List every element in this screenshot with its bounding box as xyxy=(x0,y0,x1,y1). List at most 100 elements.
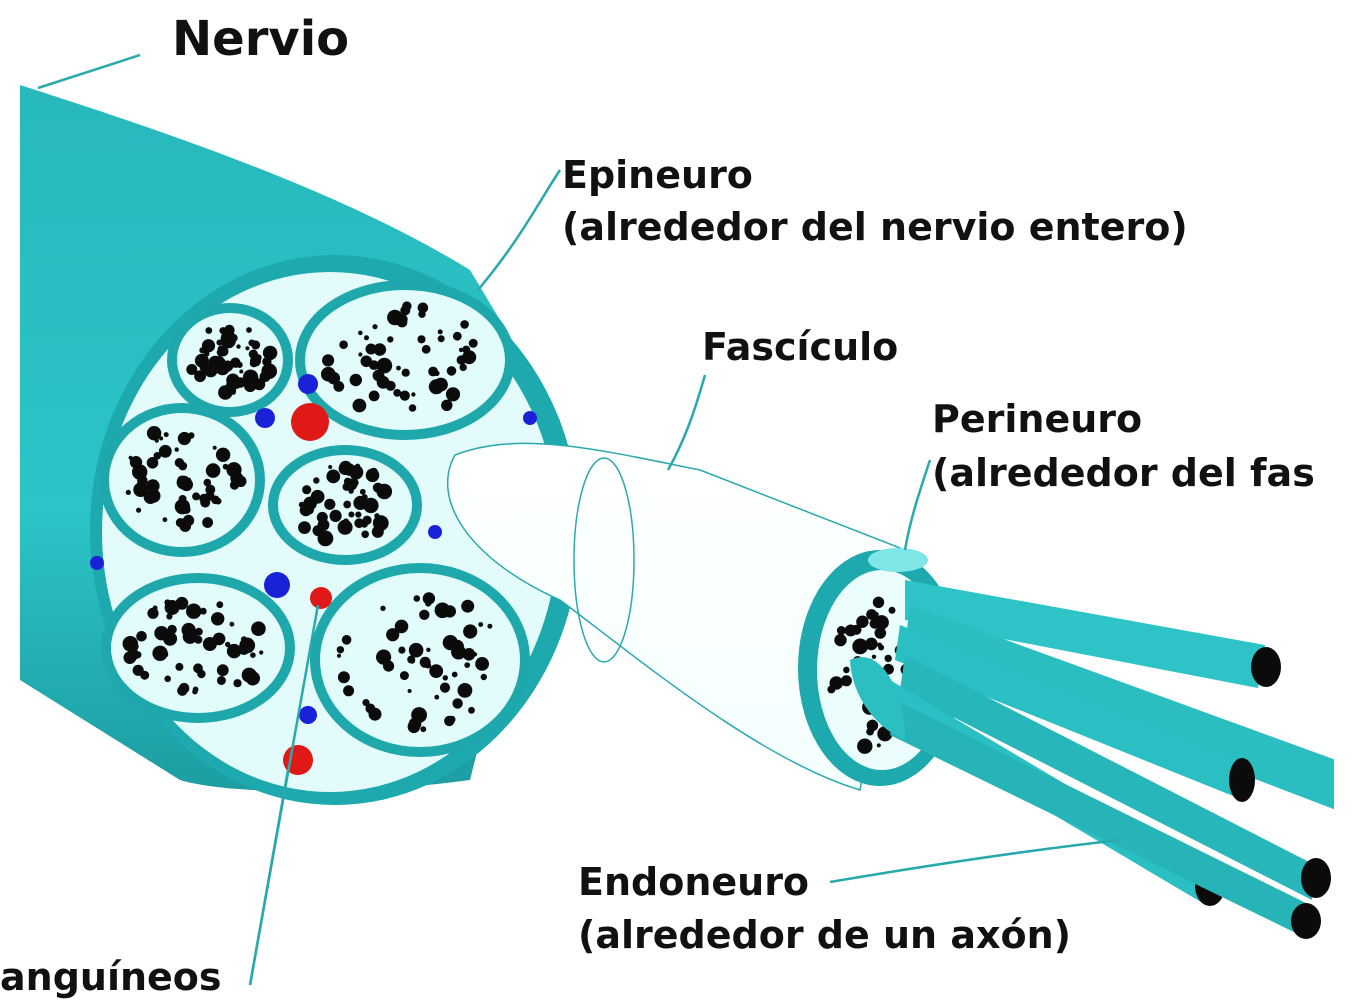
axon-dot xyxy=(885,655,892,662)
axon-dot xyxy=(187,478,191,482)
axon-dot xyxy=(163,517,168,522)
axon-dot xyxy=(246,327,252,333)
axon-dot xyxy=(158,648,163,653)
vein-dot xyxy=(90,556,104,570)
axon-dot xyxy=(869,720,877,728)
axon-dot xyxy=(328,503,333,508)
axon-dot xyxy=(422,345,431,354)
axon-dot xyxy=(126,490,131,495)
axon-dot xyxy=(219,327,226,334)
axon-dot xyxy=(337,646,344,653)
axon-dot xyxy=(379,521,386,528)
axon-dot xyxy=(348,512,354,518)
vein-dot xyxy=(298,374,318,394)
axon-dot xyxy=(889,607,896,614)
axon-dot xyxy=(343,501,351,509)
axon-dot xyxy=(234,466,241,473)
artery-dot xyxy=(291,403,329,441)
axon-dot xyxy=(201,363,211,373)
axon-dot xyxy=(303,497,317,511)
axon-dot xyxy=(366,469,380,483)
axon-dot xyxy=(164,676,171,683)
axon-dot xyxy=(443,635,458,650)
axon-dot xyxy=(417,335,425,343)
axon-dot xyxy=(343,685,354,696)
axon-dot xyxy=(830,676,844,690)
axon-dot xyxy=(444,716,454,726)
axon-dot xyxy=(866,728,874,736)
axon-dot xyxy=(362,494,368,500)
leader-fasciculo xyxy=(668,375,705,470)
axon-dot xyxy=(202,339,215,352)
axon-dot xyxy=(205,327,212,334)
axon-dot xyxy=(475,657,489,671)
axon-dot xyxy=(353,399,367,413)
axon-dot xyxy=(250,652,256,658)
axon-dot xyxy=(453,332,462,341)
axon-dot xyxy=(178,462,187,471)
axon-dot xyxy=(133,665,144,676)
axon-dot xyxy=(878,645,884,651)
axon-dot xyxy=(396,366,401,371)
axon-dot xyxy=(877,743,881,747)
axon-dot xyxy=(179,683,190,694)
axon-dot xyxy=(460,364,467,371)
leader-vasos-b xyxy=(250,770,288,985)
axon-dot xyxy=(337,654,341,658)
axon-dot xyxy=(374,513,379,518)
axon-dot xyxy=(360,489,366,495)
axon-dot xyxy=(462,346,470,354)
axon-dot xyxy=(211,612,224,625)
axon-dot xyxy=(328,465,332,469)
axon-dot xyxy=(418,311,425,318)
axon-dot xyxy=(123,636,139,652)
axon-dot xyxy=(253,378,265,390)
axon-dot xyxy=(155,439,159,443)
axon-dot xyxy=(186,364,197,375)
axon-dot xyxy=(302,485,311,494)
axon-dot xyxy=(386,628,399,641)
axon-dot xyxy=(843,667,850,674)
axon-dot xyxy=(192,492,200,500)
axon-dot xyxy=(350,374,362,386)
axon-dot xyxy=(875,627,887,639)
axon-dot xyxy=(206,463,221,478)
axon-dot xyxy=(330,510,342,522)
axon-dot xyxy=(178,432,191,445)
axon-dot xyxy=(216,601,223,608)
axon-dot xyxy=(876,602,881,607)
axon-dot xyxy=(192,689,197,694)
axon-dot xyxy=(230,622,235,627)
axon-dot xyxy=(163,632,177,646)
axon-dot xyxy=(464,662,470,668)
axon-dot xyxy=(460,320,469,329)
axon-dot xyxy=(222,361,233,372)
leader-nervio xyxy=(38,55,140,88)
axon-dot xyxy=(409,643,424,658)
axon-dot xyxy=(333,381,344,392)
axon-dot xyxy=(259,650,263,654)
axon-dot xyxy=(166,613,172,619)
axon-dot xyxy=(202,517,213,528)
axon-dot xyxy=(397,314,407,324)
axon-dot xyxy=(137,475,148,486)
axon-dot xyxy=(419,610,429,620)
axon-dot xyxy=(318,519,330,531)
axon-dot xyxy=(468,707,475,714)
axon-dot xyxy=(338,671,350,683)
axon-dot xyxy=(834,634,846,646)
axon-dot xyxy=(246,671,260,685)
axon-dot xyxy=(342,635,352,645)
axon-dot xyxy=(366,344,377,355)
vein-dot xyxy=(255,408,275,428)
axon-dot xyxy=(364,335,369,340)
axon-end xyxy=(1301,858,1331,898)
axon-dot xyxy=(251,621,266,636)
axon-dot xyxy=(213,633,226,646)
axon-dot xyxy=(426,648,430,652)
axon-dot xyxy=(837,626,846,635)
axon-dot xyxy=(239,370,243,374)
axon-dot xyxy=(250,356,261,367)
label-endoneuro: Endoneuro xyxy=(578,860,809,904)
leader-perineuro xyxy=(905,460,930,550)
